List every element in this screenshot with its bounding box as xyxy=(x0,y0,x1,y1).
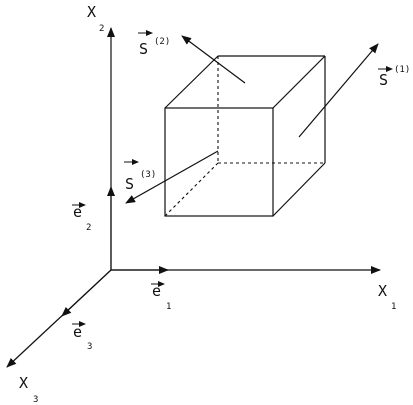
traction-vectors xyxy=(125,35,379,204)
s1-vector xyxy=(298,43,379,138)
x1-axis-index: 1 xyxy=(391,302,396,312)
s2-index: (2) xyxy=(154,37,170,47)
s2-label: S xyxy=(139,40,148,58)
cube-top-left-edge xyxy=(164,55,219,109)
e2-label: e xyxy=(73,203,82,221)
cube-hidden-edges xyxy=(164,56,325,217)
s1-index: (1) xyxy=(394,65,410,75)
s3-vector xyxy=(125,150,219,204)
cube xyxy=(164,55,326,217)
cube-top-right-edge xyxy=(272,55,326,109)
e1-index: 1 xyxy=(166,302,171,312)
s2-vector xyxy=(181,35,246,84)
x3-axis-index: 3 xyxy=(33,395,38,405)
x2-axis-index: 2 xyxy=(99,24,104,34)
s1-label: S xyxy=(379,71,388,89)
cube-hidden-depth-edge xyxy=(164,162,219,217)
s3-index: (3) xyxy=(140,170,156,180)
e2-index: 2 xyxy=(86,223,91,233)
label-overarrows xyxy=(72,30,393,327)
cube-bottom-right-edge xyxy=(272,162,326,217)
e3-vector xyxy=(61,269,112,317)
cube-front-face xyxy=(164,107,274,217)
x3-axis-label: X xyxy=(19,374,28,392)
coordinate-axes xyxy=(6,27,381,368)
x1-axis-label: X xyxy=(378,282,387,300)
x2-axis-label: X xyxy=(87,3,96,21)
e3-label: e xyxy=(73,323,82,341)
e3-index: 3 xyxy=(87,342,92,352)
e1-label: e xyxy=(152,282,161,300)
basis-vectors xyxy=(61,186,169,317)
s3-label: S xyxy=(125,175,134,193)
